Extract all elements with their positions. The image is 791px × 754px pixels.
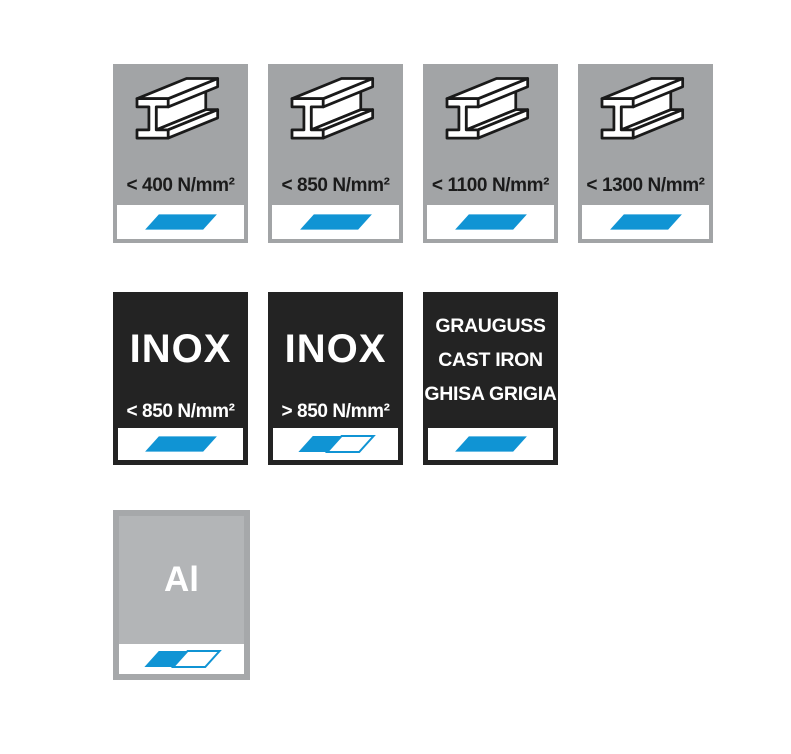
- tensile-strength-label: < 850 N/mm²: [281, 175, 390, 196]
- suitability-strip: [273, 428, 398, 460]
- suitability-half-icon: [143, 650, 222, 668]
- i-beam-icon: [113, 71, 248, 163]
- tensile-strength-label: < 1100 N/mm²: [431, 175, 550, 196]
- tensile-strength-label: < 1300 N/mm²: [586, 175, 705, 196]
- i-beam-icon: [268, 71, 403, 163]
- tile-aluminium: Al: [113, 510, 250, 680]
- suitability-strip: [428, 428, 553, 460]
- tile-inox-gt-850: INOX > 850 N/mm²: [268, 292, 403, 465]
- material-title: INOX: [284, 327, 387, 371]
- suitability-strip: [272, 205, 399, 239]
- suitability-full-icon: [144, 436, 217, 452]
- material-title-multilingual: GRAUGUSS CAST IRON GHISA GRIGIA: [423, 309, 558, 411]
- suitability-strip: [117, 205, 244, 239]
- material-title: Al: [164, 560, 199, 599]
- tensile-strength-label: > 850 N/mm²: [281, 401, 390, 422]
- i-beam-icon: [578, 71, 713, 163]
- suitability-half-icon: [297, 435, 376, 453]
- suitability-strip: [118, 428, 243, 460]
- suitability-full-icon: [299, 214, 372, 230]
- material-line-en: CAST IRON: [438, 349, 543, 371]
- suitability-full-icon: [454, 214, 527, 230]
- material-line-de: GRAUGUSS: [435, 315, 546, 337]
- i-beam-icon: [423, 71, 558, 163]
- tile-steel-lt-400: < 400 N/mm²: [113, 64, 248, 243]
- suitability-strip: [582, 205, 709, 239]
- tensile-strength-label: < 400 N/mm²: [126, 175, 235, 196]
- tensile-strength-label: < 850 N/mm²: [126, 401, 235, 422]
- suitability-full-icon: [454, 436, 527, 452]
- suitability-strip: [427, 205, 554, 239]
- material-line-it: GHISA GRIGIA: [424, 383, 557, 405]
- tile-steel-lt-850: < 850 N/mm²: [268, 64, 403, 243]
- material-title: INOX: [129, 327, 232, 371]
- tile-inox-lt-850: INOX < 850 N/mm²: [113, 292, 248, 465]
- suitability-strip: [119, 644, 244, 674]
- suitability-full-icon: [609, 214, 682, 230]
- tile-steel-lt-1300: < 1300 N/mm²: [578, 64, 713, 243]
- tile-cast-iron: GRAUGUSS CAST IRON GHISA GRIGIA: [423, 292, 558, 465]
- suitability-full-icon: [144, 214, 217, 230]
- tile-steel-lt-1100: < 1100 N/mm²: [423, 64, 558, 243]
